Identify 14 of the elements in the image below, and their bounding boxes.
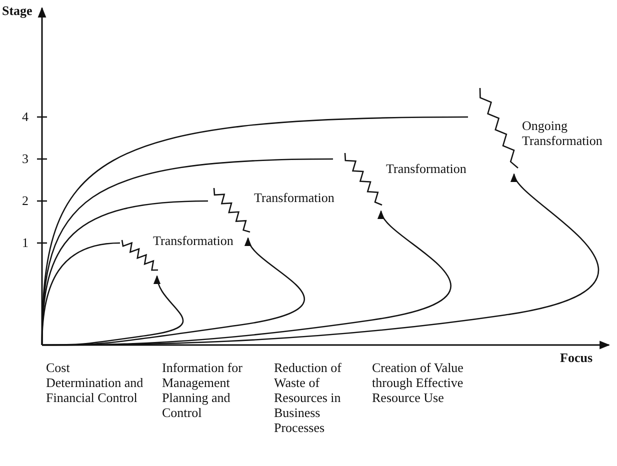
category-label: Creation of Value through Effective Resource Use — [372, 360, 464, 405]
curve-label: Ongoing Transformation — [522, 118, 604, 148]
curve-label: Transformation — [153, 233, 234, 248]
tick-label: 1 — [22, 235, 28, 250]
tick-label: 2 — [22, 193, 28, 208]
category-label: Cost Determination and Financial Control — [46, 360, 144, 405]
curve-label: Transformation — [386, 161, 466, 176]
category-label: Reduction of Waste of Resources in Business Processes — [274, 360, 343, 435]
tick-label: 3 — [22, 151, 28, 166]
curve-label: Transformation — [254, 190, 334, 205]
category-label: Information for Management Planning and Control — [162, 360, 244, 420]
axis-title: Stage — [2, 3, 32, 18]
axis-title: Focus — [560, 350, 592, 365]
tick-label: 4 — [22, 109, 28, 124]
